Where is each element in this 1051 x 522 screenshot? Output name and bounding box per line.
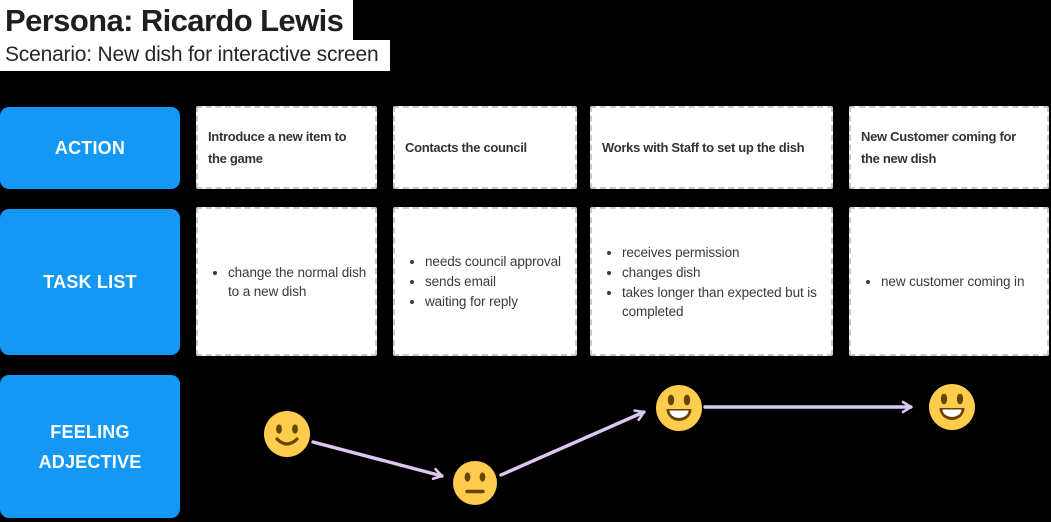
task-list: change the normal dish to a new dish	[198, 262, 375, 302]
header: Persona: Ricardo Lewis Scenario: New dis…	[0, 0, 391, 71]
action-card-1[interactable]: Introduce a new item to the game	[196, 106, 377, 189]
task-item: waiting for reply	[425, 292, 561, 311]
task-card-4[interactable]: new customer coming in	[849, 207, 1049, 356]
row-label-task-list: TASK LIST	[0, 209, 180, 355]
emoji-neutral-face-icon[interactable]	[453, 461, 497, 505]
task-item: receives permission	[622, 243, 823, 262]
feeling-arrow-2	[499, 409, 646, 477]
task-card-2[interactable]: needs council approvalsends emailwaiting…	[393, 207, 577, 356]
feeling-arrow-1	[311, 440, 444, 481]
page-subtitle: Scenario: New dish for interactive scree…	[0, 40, 391, 71]
row-label-action: ACTION	[0, 107, 180, 189]
task-list: new customer coming in	[851, 271, 1032, 292]
task-item: sends email	[425, 272, 561, 291]
task-list: receives permissionchanges dishtakes lon…	[592, 242, 831, 322]
action-card-4[interactable]: New Customer coming for the new dish	[849, 106, 1049, 189]
action-card-3[interactable]: Works with Staff to set up the dish	[590, 106, 833, 189]
row-label-feeling-adjective: FEELING ADJECTIVE	[0, 375, 180, 518]
emoji-grinning-face-icon[interactable]	[656, 385, 702, 431]
action-card-2[interactable]: Contacts the council	[393, 106, 577, 189]
task-item: change the normal dish to a new dish	[228, 263, 367, 301]
emoji-grinning-face-icon[interactable]	[929, 384, 975, 430]
action-card-text: Contacts the council	[405, 139, 527, 155]
task-list: needs council approvalsends emailwaiting…	[395, 251, 569, 312]
action-card-text: Works with Staff to set up the dish	[602, 139, 805, 155]
task-item: needs council approval	[425, 252, 561, 271]
feeling-row-canvas	[264, 384, 975, 505]
action-card-text: New Customer coming for the new dish	[861, 128, 1016, 166]
page-title: Persona: Ricardo Lewis	[0, 0, 354, 40]
emoji-slightly-smiling-face-icon[interactable]	[264, 411, 310, 457]
task-card-3[interactable]: receives permissionchanges dishtakes lon…	[590, 207, 833, 356]
task-card-1[interactable]: change the normal dish to a new dish	[196, 207, 377, 356]
task-item: takes longer than expected but is comple…	[622, 283, 823, 321]
action-card-text: Introduce a new item to the game	[208, 128, 347, 166]
task-item: changes dish	[622, 263, 823, 282]
task-item: new customer coming in	[881, 272, 1024, 291]
